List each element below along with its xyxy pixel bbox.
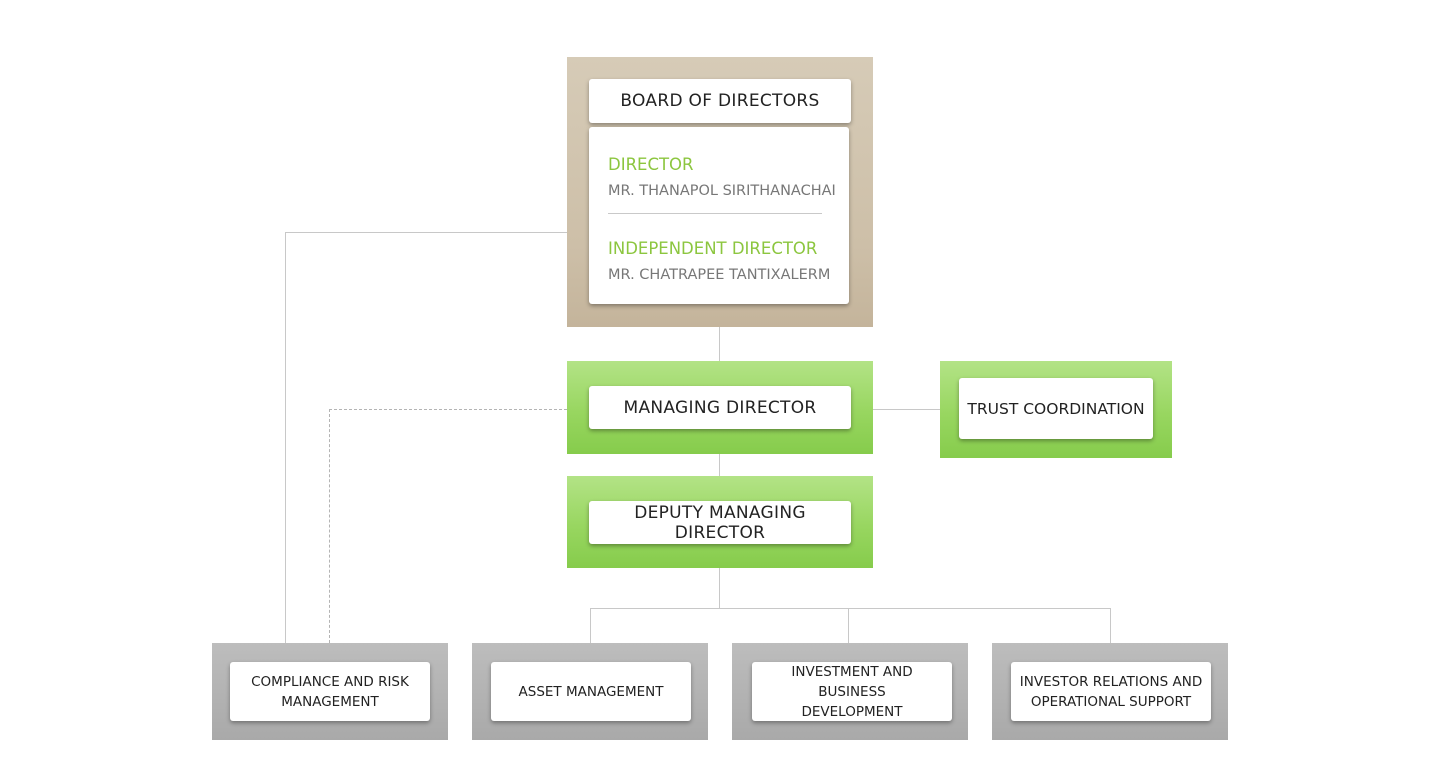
board-title-card: BOARD OF DIRECTORS <box>589 79 851 123</box>
trust-coordination-box: TRUST COORDINATION <box>940 361 1172 458</box>
connector-board-to-md <box>719 327 720 361</box>
department-compliance-risk-line2: MANAGEMENT <box>281 693 379 710</box>
deputy-managing-director-card: DEPUTY MANAGING DIRECTOR <box>589 501 851 544</box>
deputy-managing-director-box: DEPUTY MANAGING DIRECTOR <box>567 476 873 568</box>
connector-board-to-compliance-v <box>285 232 286 643</box>
member-divider <box>608 213 822 214</box>
department-asset-management-box: ASSET MANAGEMENT <box>472 643 708 740</box>
connector-board-to-compliance-h <box>285 232 567 233</box>
dotted-connector-md-to-compliance-h <box>329 409 567 410</box>
independent-director-name: MR. CHATRAPEE TANTIXALERM <box>608 267 831 283</box>
connector-investor-drop <box>1110 608 1111 643</box>
connector-departments-bus <box>590 608 1111 609</box>
board-title: BOARD OF DIRECTORS <box>620 91 820 111</box>
connector-md-to-trust <box>873 409 940 410</box>
connector-asset-drop <box>590 608 591 643</box>
director-role: DIRECTOR <box>608 155 694 174</box>
department-investor-relations-line2: OPERATIONAL SUPPORT <box>1030 693 1192 710</box>
trust-coordination-card: TRUST COORDINATION <box>959 378 1153 439</box>
connector-md-to-deputy <box>719 454 720 476</box>
department-investor-relations-line1: INVESTOR RELATIONS AND <box>1019 673 1203 690</box>
department-compliance-risk-box: COMPLIANCE AND RISK MANAGEMENT <box>212 643 448 740</box>
department-investor-relations-box: INVESTOR RELATIONS AND OPERATIONAL SUPPO… <box>992 643 1228 740</box>
managing-director-title: MANAGING DIRECTOR <box>623 397 817 418</box>
department-compliance-risk-card: COMPLIANCE AND RISK MANAGEMENT <box>230 662 430 721</box>
department-investment-business-card: INVESTMENT AND BUSINESS DEVELOPMENT <box>752 662 952 721</box>
department-asset-management-line1: ASSET MANAGEMENT <box>518 683 664 700</box>
department-asset-management-card: ASSET MANAGEMENT <box>491 662 691 721</box>
connector-investment-drop <box>848 608 849 643</box>
department-investor-relations-card: INVESTOR RELATIONS AND OPERATIONAL SUPPO… <box>1011 662 1211 721</box>
dotted-connector-md-to-compliance-v <box>329 409 330 643</box>
board-members-card: DIRECTOR MR. THANAPOL SIRITHANACHAI INDE… <box>589 127 849 304</box>
department-compliance-risk-line1: COMPLIANCE AND RISK <box>251 673 409 690</box>
connector-deputy-down <box>719 568 720 609</box>
department-investment-business-line2: DEVELOPMENT <box>801 703 903 720</box>
managing-director-box: MANAGING DIRECTOR <box>567 361 873 454</box>
deputy-managing-director-title: DEPUTY MANAGING DIRECTOR <box>634 502 806 543</box>
managing-director-card: MANAGING DIRECTOR <box>589 386 851 429</box>
independent-director-role: INDEPENDENT DIRECTOR <box>608 239 818 258</box>
department-investment-business-line1: INVESTMENT AND BUSINESS <box>791 663 913 700</box>
trust-coordination-title: TRUST COORDINATION <box>967 399 1145 418</box>
department-investment-business-box: INVESTMENT AND BUSINESS DEVELOPMENT <box>732 643 968 740</box>
board-of-directors-box: BOARD OF DIRECTORS DIRECTOR MR. THANAPOL… <box>567 57 873 327</box>
director-name: MR. THANAPOL SIRITHANACHAI <box>608 183 836 199</box>
